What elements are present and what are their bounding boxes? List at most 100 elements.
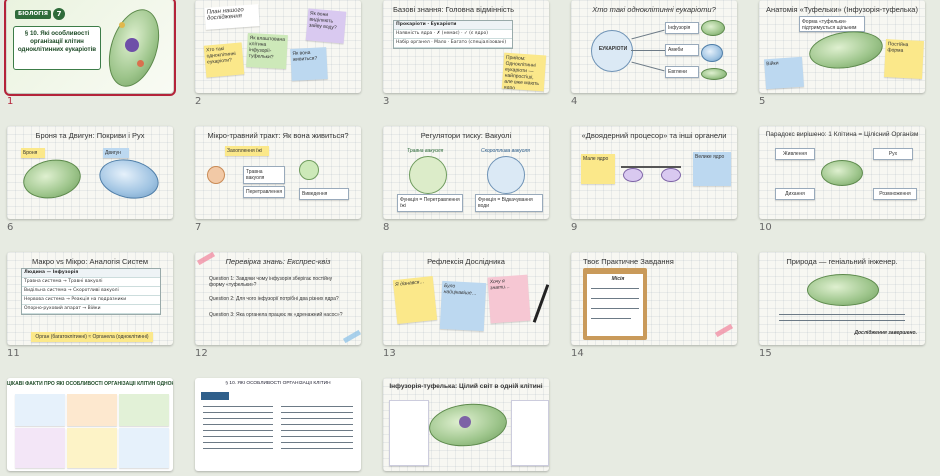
slide-thumbnail[interactable]: Природа — геніальний інженер. Дослідженн… [759,252,925,345]
slide-10[interactable]: Парадокс вирішено: 1 Клітина = Цілісний … [752,126,932,233]
text-line [281,424,353,425]
digestive-vacuole-illustration [409,156,447,194]
tape-decoration [342,329,361,344]
contractile-vacuole-illustration [487,156,525,194]
callout-note: Форма «туфельки» підтримується щільним ш… [799,16,865,32]
sticky-note: Як вона живиться? [290,47,328,81]
slide-thumbnail[interactable]: Хто такі одноклітинні еукаріоти? ЕУКАРІО… [571,0,737,93]
center-label: ЕУКАРІОТИ [598,46,628,52]
text-line [591,308,639,309]
slide-15[interactable]: Природа — геніальний інженер. Дослідженн… [752,252,932,359]
slide-title: Броня та Двигун: Покриви і Рух [35,131,145,140]
sticky-note: Хто такі одноклітинні еукаріоти? [203,42,245,78]
table-header: Прокаріоти · Еукаріоти [394,21,512,30]
text-line [203,430,273,431]
slide-thumbnail[interactable]: ЦІКАВІ ФАКТИ ПРО ЯКІ ОСОБЛИВОСТІ ОРГАНІЗ… [7,378,173,471]
slide-thumbnail[interactable]: Базові знання: Головна відмінність Прока… [383,0,549,93]
slide-thumbnail[interactable]: Рефлексія Дослідника Я дізнався… Було на… [383,252,549,345]
organelle-shape [119,22,125,28]
slide-title: Природа — геніальний інженер. [786,257,898,266]
function-label: Рух [873,148,913,160]
text-line [203,418,273,419]
branch-label: Евглени [665,66,699,78]
sticky-note: Було найцікавіше… [439,280,487,332]
slide-12[interactable]: Перевірка знань: Експрес-квіз Question 1… [188,252,368,359]
slide-thumbnail[interactable]: Регулятори тиску: Вакуолі Травна вакуоля… [383,126,549,219]
slide-thumbnail[interactable]: Перевірка знань: Експрес-квіз Question 1… [195,252,361,345]
slide-18[interactable]: Інфузорія-туфелька: Цілий світ в одній к… [376,378,556,471]
slide-title: Твоє Практичне Завдання [583,257,674,266]
slide-1[interactable]: БІОЛОГІЯ 7 § 10. Які особливості організ… [0,0,180,107]
slide-14[interactable]: Твоє Практичне Завдання Місія 14 [564,252,744,359]
function-caption: Функція = Відкачування води [475,194,543,212]
header-bar [201,392,229,400]
subject-badge: БІОЛОГІЯ [15,10,51,19]
slide-thumbnail[interactable]: Твоє Практичне Завдання Місія [571,252,737,345]
slide-thumbnail[interactable]: Інфузорія-туфелька: Цілий світ в одній к… [383,378,549,471]
slide-16[interactable]: ЦІКАВІ ФАКТИ ПРО ЯКІ ОСОБЛИВОСТІ ОРГАНІЗ… [0,378,180,471]
balance-beam [621,166,681,168]
slide-title: Мікро-травний тракт: Як вона живиться? [207,131,349,140]
slide-number: 6 [7,222,14,233]
function-caption: Функція = Перетравлення їжі [397,194,463,212]
slide-8[interactable]: Регулятори тиску: Вакуолі Травна вакуоля… [376,126,556,233]
slide-title: Рефлексія Дослідника [427,257,505,266]
table-header: Людина — Інфузорія [22,269,160,278]
comparison-table: Прокаріоти · Еукаріоти Наявність ядра · … [393,20,513,49]
slide-4[interactable]: Хто такі одноклітинні еукаріоти? ЕУКАРІО… [564,0,744,107]
fact-card [15,394,65,426]
slide-thumbnail[interactable]: Анатомія «Туфельки» (Інфузорія-туфелька)… [759,0,925,93]
tape-decoration [714,323,734,338]
scale-pan [623,168,643,182]
slide-number: 14 [571,348,584,359]
text-line [281,406,353,407]
branch-label: Інфузорія [665,22,699,34]
slide-thumbnail[interactable]: Броня та Двигун: Покриви і Рух Броня Дви… [7,126,173,219]
slide-thumbnail[interactable]: § 10. ЯКІ ОСОБЛИВОСТІ ОРГАНІЗАЦІЇ КЛІТИН [195,378,361,471]
slide-thumbnail[interactable]: БІОЛОГІЯ 7 § 10. Які особливості організ… [4,0,176,96]
slide-main-title: § 10. Які особливості організації клітин… [13,26,101,70]
slide-2[interactable]: План нашого дослідження Хто такі одноклі… [188,0,368,107]
slide-title: § 10. ЯКІ ОСОБЛИВОСТІ ОРГАНІЗАЦІЇ КЛІТИН [225,381,331,386]
slide-9[interactable]: «Двоядерний процесор» та інші органели М… [564,126,744,233]
slide-17[interactable]: § 10. ЯКІ ОСОБЛИВОСТІ ОРГАНІЗАЦІЇ КЛІТИН [188,378,368,471]
slide-11[interactable]: Макро vs Мікро: Аналогія Систем Людина —… [0,252,180,359]
card-title: Місія [611,276,625,282]
slide-title: Анатомія «Туфельки» (Інфузорія-туфелька) [766,5,918,14]
quiz-question: Question 3: Яка органела працює як «дрен… [209,312,343,318]
sticky-note: Велике ядро [693,152,731,186]
connector-line [631,61,665,72]
slide-5[interactable]: Анатомія «Туфельки» (Інфузорія-туфелька)… [752,0,932,107]
slide-thumbnail[interactable]: Макро vs Мікро: Аналогія Систем Людина —… [7,252,173,345]
nucleus-shape [125,38,139,52]
table-row: Набір органел · Мало · Багато (спеціаліз… [394,39,512,48]
table-row: Наявність ядра · ✗ (немає) · ✓ (є ядро) [394,30,512,39]
scale-pan [661,168,681,182]
fact-card [119,428,169,468]
slide-3[interactable]: Базові знання: Головна відмінність Прока… [376,0,556,107]
text-line [281,418,353,419]
text-line [281,442,353,443]
sticky-note: Війки [763,56,805,90]
fact-card [67,428,117,468]
slide-thumbnail[interactable]: Мікро-травний тракт: Як вона живиться? З… [195,126,361,219]
slide-thumbnail[interactable]: План нашого дослідження Хто такі одноклі… [195,0,361,93]
slide-13[interactable]: Рефлексія Дослідника Я дізнався… Було на… [376,252,556,359]
slide-number: 11 [7,348,20,359]
footer-note: Орган (багатоклітинні) ≈ Органела (однок… [31,332,153,342]
slide-title: Парадокс вирішено: 1 Клітина = Цілісний … [765,131,919,138]
slide-7[interactable]: Мікро-травний тракт: Як вона живиться? З… [188,126,368,233]
table-row: Видільна система → Скоротливі вакуолі [22,287,160,296]
text-line [281,412,353,413]
label-tag: Броня [21,148,45,158]
slide-6[interactable]: Броня та Двигун: Покриви і Рух Броня Дви… [0,126,180,233]
step-icon [299,160,319,180]
slide-thumbnail[interactable]: Парадокс вирішено: 1 Клітина = Цілісний … [759,126,925,219]
info-panel [389,400,429,466]
center-circle [591,30,633,72]
step-note: Виведення [299,188,349,200]
paramecium-illustration [806,27,886,73]
organism-illustration [701,44,723,62]
slide-thumbnail[interactable]: «Двоядерний процесор» та інші органели М… [571,126,737,219]
